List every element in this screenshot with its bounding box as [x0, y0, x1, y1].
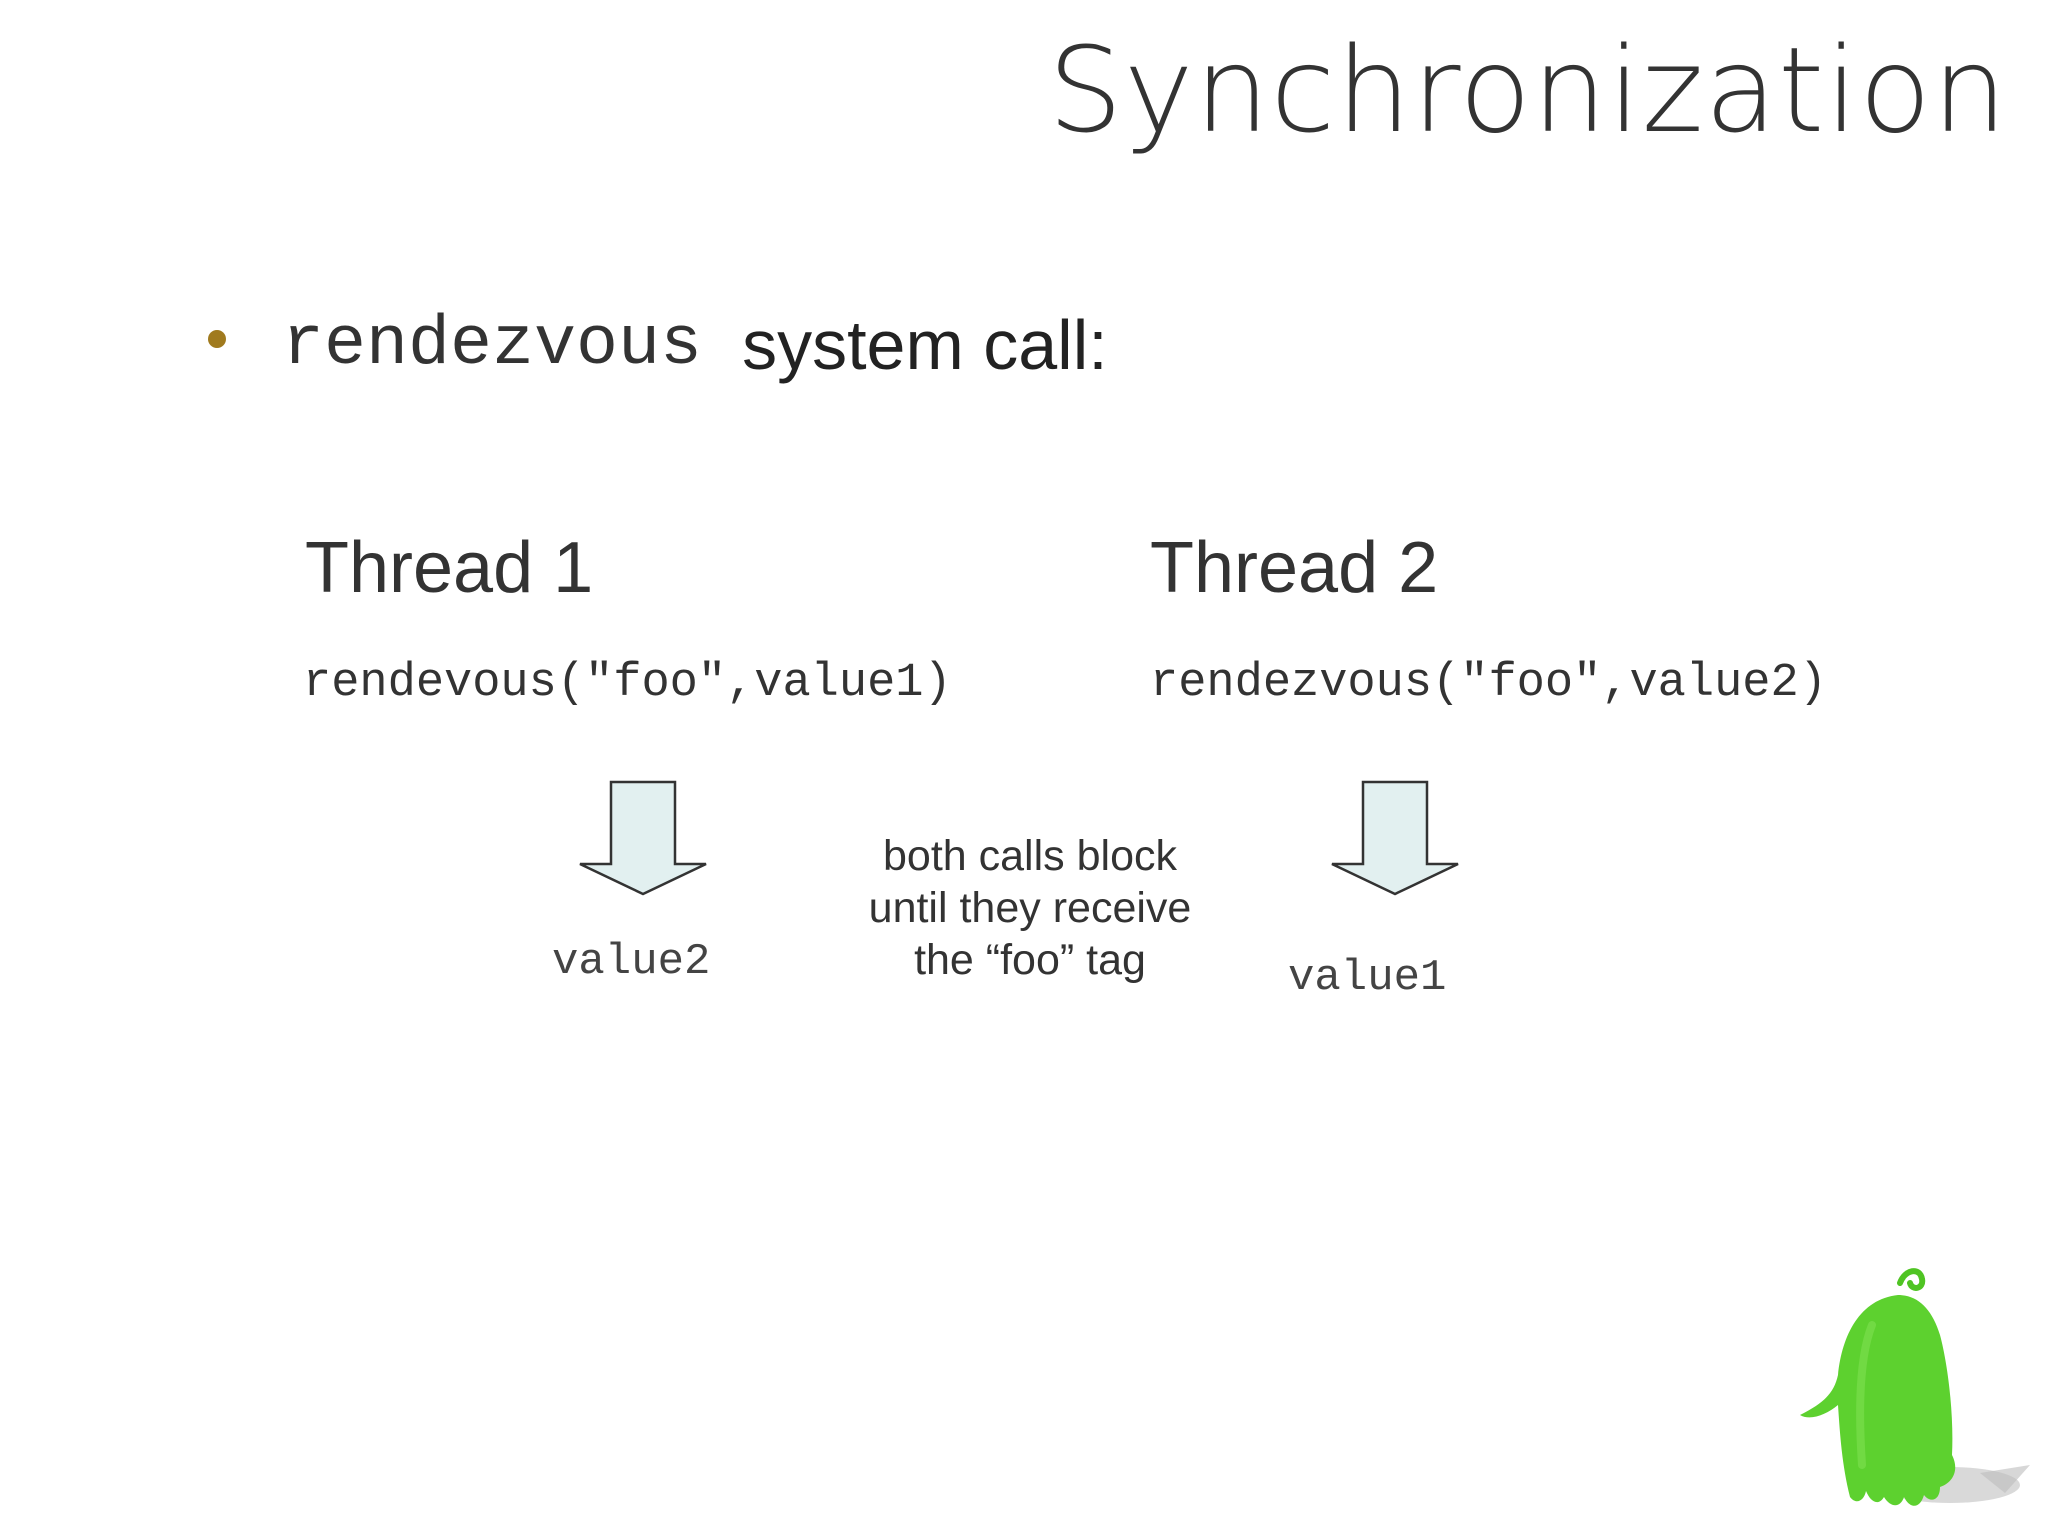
thread-1-call: rendevous("foo",value1)	[303, 657, 952, 710]
thread-2-result: value1	[1288, 953, 1447, 1003]
thread-1-heading: Thread 1	[305, 528, 594, 608]
bullet-text: system call:	[742, 306, 1108, 384]
note-line-2: until they receive	[868, 884, 1192, 932]
green-mascot-icon	[1800, 1268, 2030, 1506]
bullet-dot-icon	[208, 330, 226, 348]
note-line-3: the “foo” tag	[914, 936, 1146, 984]
thread-2-call: rendezvous("foo",value2)	[1150, 657, 1827, 710]
blocking-note: both calls block until they receive the …	[830, 830, 1230, 986]
thread-1-result: value2	[552, 937, 711, 987]
thread-2-down-arrow-icon	[1331, 780, 1459, 896]
bullet-item: rendezvous system call:	[208, 300, 1108, 390]
thread-1-down-arrow-icon	[579, 780, 707, 896]
slide-title: Synchronization	[1047, 21, 2008, 159]
thread-2-heading: Thread 2	[1150, 528, 1439, 608]
note-line-1: both calls block	[883, 832, 1177, 880]
bullet-code: rendezvous	[282, 305, 703, 385]
